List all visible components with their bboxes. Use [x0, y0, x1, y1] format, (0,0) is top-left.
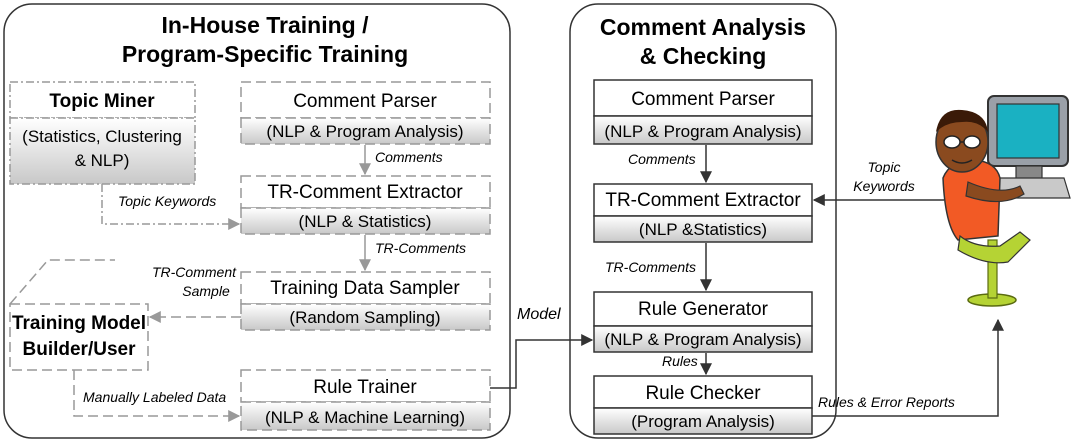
- training-model-builder-box: Training Model Builder/User: [9, 259, 149, 371]
- model-label: Model: [517, 306, 561, 323]
- left-tr-comment-extractor-sub: (NLP & Statistics): [299, 212, 432, 231]
- right-comment-parser-title: Comment Parser: [631, 89, 775, 110]
- rule-generator-box: Rule Generator (NLP & Program Analysis): [593, 291, 813, 353]
- rule-trainer-box: Rule Trainer (NLP & Machine Learning): [240, 369, 491, 431]
- topic-keywords-label-line2: Keywords: [853, 178, 914, 194]
- left-tr-comment-extractor-title: TR-Comment Extractor: [267, 182, 463, 203]
- right-comment-parser-box: Comment Parser (NLP & Program Analysis): [593, 79, 813, 145]
- rule-checker-box: Rule Checker (Program Analysis): [593, 375, 813, 435]
- rule-checker-sub: (Program Analysis): [631, 412, 775, 431]
- training-data-sampler-sub: (Random Sampling): [289, 308, 440, 327]
- user-at-computer-icon: [935, 95, 1071, 307]
- training-data-sampler-title: Training Data Sampler: [270, 278, 460, 299]
- model-arrow: [490, 334, 594, 389]
- left-tr-comments-label: TR-Comments: [375, 240, 466, 256]
- right-tr-comment-extractor-title: TR-Comment Extractor: [605, 190, 801, 211]
- topic-miner-box: Topic Miner (Statistics, Clustering & NL…: [9, 81, 196, 185]
- left-topic-keywords-arrow: [101, 184, 241, 230]
- left-comment-parser-sub: (NLP & Program Analysis): [266, 122, 463, 141]
- left-topic-keywords-label: Topic Keywords: [118, 193, 216, 209]
- training-model-builder-line1: Training Model: [12, 313, 146, 334]
- right-tr-comments-label: TR-Comments: [605, 259, 696, 275]
- training-model-builder-line2: Builder/User: [23, 339, 137, 360]
- right-tr-comment-extractor-sub: (NLP &Statistics): [639, 220, 767, 239]
- topic-miner-sub-line2: & NLP): [75, 151, 130, 170]
- rule-trainer-sub: (NLP & Machine Learning): [265, 408, 465, 427]
- manually-labeled-data-label: Manually Labeled Data: [83, 389, 226, 405]
- rule-generator-sub: (NLP & Program Analysis): [604, 330, 801, 349]
- tr-comment-sample-label-line2: Sample: [182, 283, 230, 299]
- rules-label: Rules: [662, 353, 698, 369]
- right-panel-title-line1: Comment Analysis: [600, 14, 806, 40]
- right-tr-comment-extractor-box: TR-Comment Extractor (NLP &Statistics): [593, 183, 813, 243]
- rules-error-reports-label: Rules & Error Reports: [818, 394, 955, 410]
- rules-error-reports-arrow: [812, 318, 1004, 417]
- topic-keywords-label-line1: Topic: [868, 159, 901, 175]
- left-tr-comment-extractor-box: TR-Comment Extractor (NLP & Statistics): [240, 175, 491, 235]
- rule-generator-title: Rule Generator: [638, 299, 769, 320]
- left-panel-title-line1: In-House Training /: [161, 12, 369, 38]
- left-panel-title-line2: Program-Specific Training: [122, 41, 408, 67]
- topic-miner-sub-line1: (Statistics, Clustering: [22, 127, 182, 146]
- right-comment-parser-sub: (NLP & Program Analysis): [604, 122, 801, 141]
- tr-comment-sample-label-line1: TR-Comment: [152, 264, 237, 280]
- right-comments-label: Comments: [628, 151, 696, 167]
- rule-checker-title: Rule Checker: [645, 383, 761, 404]
- rule-trainer-title: Rule Trainer: [313, 377, 417, 398]
- left-comment-parser-title: Comment Parser: [293, 91, 437, 112]
- manually-labeled-data-arrow: [73, 370, 241, 422]
- topic-miner-title: Topic Miner: [49, 91, 155, 112]
- right-panel-title-line2: & Checking: [640, 43, 767, 69]
- left-comments-label: Comments: [375, 149, 443, 165]
- left-comment-parser-box: Comment Parser (NLP & Program Analysis): [240, 81, 491, 145]
- training-data-sampler-box: Training Data Sampler (Random Sampling): [240, 271, 491, 331]
